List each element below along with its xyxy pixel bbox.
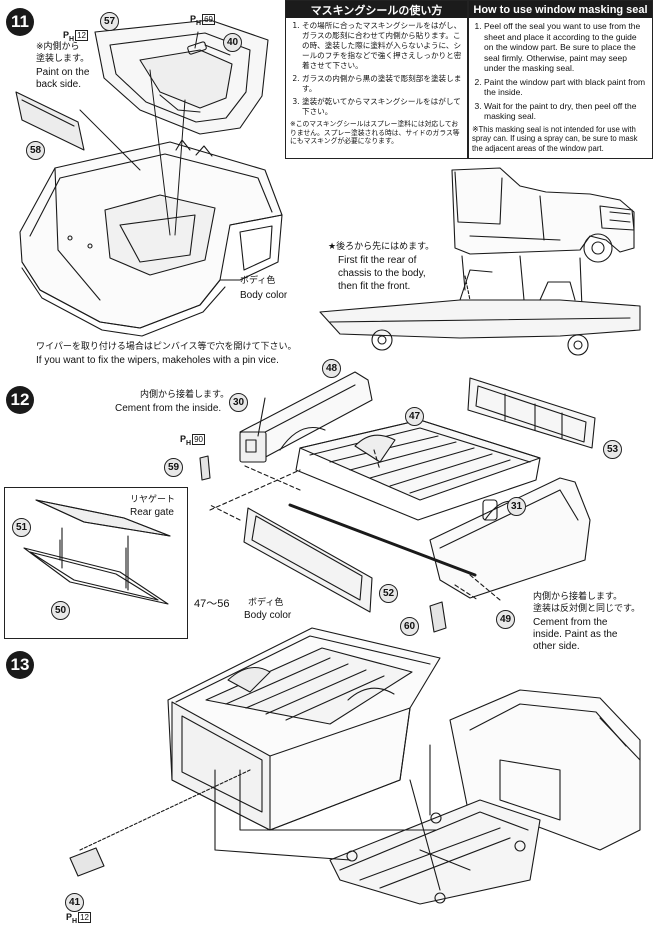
step-number-12: 12 — [6, 386, 34, 414]
fit-note-en-3: then fit the front. — [338, 281, 411, 292]
seal-en-note: ※This masking seal is not intended for u… — [472, 124, 638, 153]
part-60-shape — [429, 601, 447, 633]
chassis-side-view — [319, 269, 641, 356]
part-callout-60: 60 — [400, 617, 419, 636]
cement-other-jp-2: 塗装は反対側と同じです。 — [533, 604, 641, 614]
cement-inside-en: Cement from the inside. — [115, 403, 222, 414]
paint-back-note-jp-2: 塗装します。 — [36, 54, 90, 64]
arrows-step11 — [79, 31, 231, 236]
body-color-jp-step11: ボディ色 — [240, 276, 276, 286]
guides-step13 — [214, 744, 441, 891]
body-color-en-step11: Body color — [240, 290, 288, 301]
wiper-note-jp: ワイパーを取り付ける場合はピンバイス等で穴を開けて下さい。 — [36, 342, 297, 352]
seal-jp-column: その場所に合ったマスキングシールをはがし、ガラスの彫刻に合わせて内側から貼ります… — [290, 21, 464, 146]
part-callout-53: 53 — [603, 440, 622, 459]
part-callout-59: 59 — [164, 458, 183, 477]
tailgate-outer — [243, 507, 373, 613]
seal-jp-step-1: その場所に合ったマスキングシールをはがし、ガラスの彫刻に合わせて内側から貼ります… — [302, 21, 464, 71]
rod-part-52 — [288, 503, 477, 577]
cement-other-en-1: Cement from the — [533, 617, 608, 628]
body-color-range-step12: 47〜56 — [194, 598, 230, 610]
step-number-11: 11 — [6, 8, 34, 36]
part-callout-30: 30 — [229, 393, 248, 412]
seal-jp-step-3: 塗装が乾いてからマスキングシールをはがして下さい。 — [302, 97, 464, 117]
fit-note-jp: ★後ろから先にはめます。 — [328, 242, 435, 252]
pcode-number: 12 — [75, 30, 88, 41]
cement-inside-jp: 内側から接着します。 — [140, 390, 230, 400]
truck-side-view — [451, 167, 635, 309]
cement-other-en-2: inside. Paint as the — [533, 629, 618, 640]
wiper-note-en: If you want to fix the wipers, makeholes… — [36, 355, 279, 366]
part-callout-50: 50 — [51, 601, 70, 620]
body-color-jp-step12: ボディ色 — [248, 598, 284, 608]
paint-back-note-en-1: Paint on the — [36, 67, 90, 78]
body-color-en-step12: Body color — [244, 610, 292, 621]
bed-assembly — [167, 627, 441, 831]
bed-side-right — [429, 477, 591, 599]
seal-title-en: How to use window masking seal — [469, 1, 652, 18]
rear-gate-drawing — [23, 499, 171, 605]
cement-other-jp-1: 内側から接着します。 — [533, 592, 623, 602]
panel-part-58 — [15, 91, 85, 151]
fit-note-en-2: chassis to the body, — [338, 268, 426, 279]
pcode-sub: H — [196, 19, 202, 27]
pcode-number: 90 — [192, 434, 205, 445]
seal-divider — [467, 1, 469, 158]
seal-title-jp: マスキングシールの使い方 — [286, 1, 467, 18]
chassis-step13 — [329, 799, 541, 905]
part-callout-49: 49 — [496, 610, 515, 629]
part-callout-41: 41 — [65, 893, 84, 912]
seal-en-step-2: Paint the window part with black paint f… — [484, 77, 648, 98]
hinge-part-30 — [239, 431, 267, 463]
cement-other-en-3: other side. — [533, 641, 580, 652]
arrows-step12 — [59, 397, 266, 589]
pcode-prefix: P — [180, 434, 187, 444]
guides-step12 — [209, 449, 501, 601]
pcode-prefix: P — [190, 14, 197, 24]
pcode-number: 69 — [202, 14, 215, 25]
cab-body-interior — [19, 139, 283, 337]
dash-cover-part-57 — [94, 19, 269, 135]
pcode-sub: H — [186, 439, 192, 447]
part-callout-58: 58 — [26, 141, 45, 160]
seal-jp-note: ※このマスキングシールはスプレー塗料には対応しておりません。スプレー塗装される時… — [290, 120, 460, 145]
part-callout-48: 48 — [322, 359, 341, 378]
rear-gate-box — [4, 487, 188, 639]
pcode-sub: H — [69, 35, 75, 43]
seal-en-step-1: Peel off the seal you want to use from t… — [484, 21, 648, 74]
bed-front-part-53 — [467, 377, 596, 449]
pcode-number: 12 — [78, 912, 91, 923]
pcode-prefix: P — [66, 912, 73, 922]
masking-seal-instructions: マスキングシールの使い方 How to use window masking s… — [285, 0, 653, 159]
part-callout-40: 40 — [223, 33, 242, 52]
part-callout-47: 47 — [405, 407, 424, 426]
fit-note-en-1: First fit the rear of — [338, 255, 417, 266]
step-number-13: 13 — [6, 651, 34, 679]
panel-41-strip — [79, 769, 251, 851]
pcode-prefix: P — [63, 30, 70, 40]
panel-part-41 — [69, 847, 105, 877]
pcode-sub: H — [72, 917, 78, 925]
paint-back-note-en-2: back side. — [36, 79, 82, 90]
part-callout-31: 31 — [507, 497, 526, 516]
seal-jp-step-2: ガラスの内側から黒の塗装で彫刻部を塗装します。 — [302, 74, 464, 94]
part-callout-52: 52 — [379, 584, 398, 603]
seal-en-column: Peel off the seal you want to use from t… — [472, 21, 648, 153]
paint-back-note-jp-1: ※内側から — [36, 42, 80, 52]
rear-gate-label-jp: リヤゲート — [130, 495, 176, 505]
part-callout-51: 51 — [12, 518, 31, 537]
rear-gate-label-en: Rear gate — [130, 507, 174, 518]
seal-en-step-3: Wait for the paint to dry, then peel off… — [484, 101, 648, 122]
part-59-shape — [199, 455, 211, 481]
part-callout-57: 57 — [100, 12, 119, 31]
